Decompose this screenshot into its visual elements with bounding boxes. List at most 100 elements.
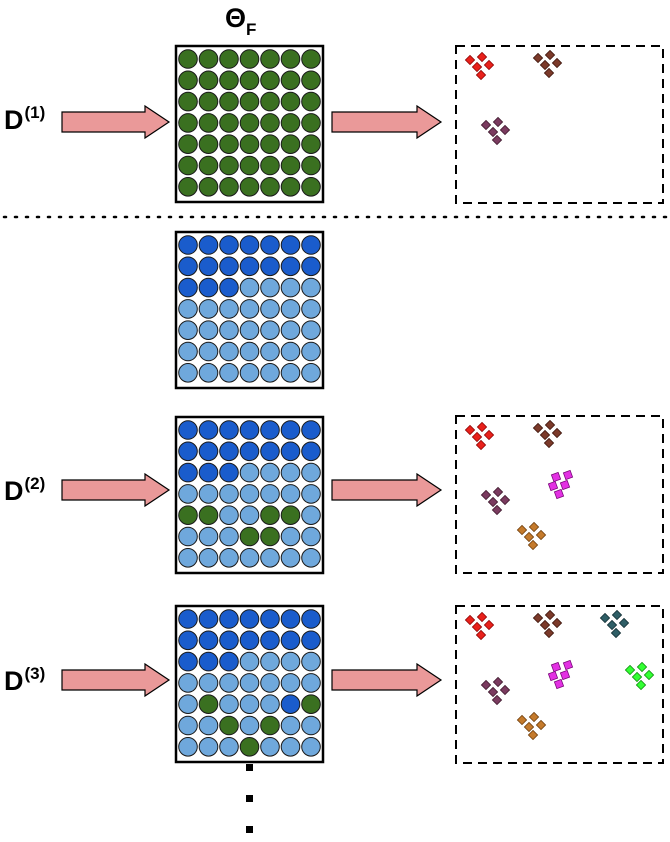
- neuron-cell: [178, 235, 198, 255]
- neuron-cell: [198, 673, 219, 693]
- neuron-cell: [239, 256, 260, 277]
- dataset-label-1-base: D: [4, 105, 24, 135]
- neuron-cell: [198, 462, 219, 483]
- embedding-point: [480, 489, 492, 501]
- cluster-brown: [532, 49, 563, 79]
- neuron-cell: [280, 70, 301, 91]
- neuron-cell: [198, 441, 219, 462]
- neuron-cell: [219, 462, 239, 483]
- neuron-cell: [219, 526, 239, 547]
- embedding-point: [487, 126, 499, 138]
- embedding-point: [643, 669, 655, 681]
- neuron-cell: [301, 737, 321, 757]
- neuron-cell: [301, 320, 321, 341]
- neuron-cell: [280, 505, 301, 526]
- neuron-cell: [198, 256, 219, 277]
- neuron-cell: [260, 484, 280, 504]
- neuron-cell: [280, 462, 301, 483]
- neuron-cell: [219, 505, 239, 526]
- neuron-cell: [260, 651, 280, 672]
- dataset-label-2: D(2): [4, 474, 45, 507]
- neuron-cell: [219, 177, 239, 197]
- cluster-magenta: [547, 659, 574, 690]
- neuron-cell: [280, 134, 301, 154]
- embedding-panel-2: [455, 415, 664, 574]
- neuron-cell: [301, 299, 321, 319]
- embedding-point: [544, 419, 556, 431]
- neuron-cell: [280, 49, 301, 69]
- embedding-point: [499, 124, 511, 136]
- embedding-point: [528, 521, 540, 533]
- neuron-cell: [219, 441, 239, 462]
- neuron-cell: [239, 526, 260, 547]
- neuron-cell: [280, 609, 301, 629]
- neuron-cell: [280, 177, 301, 197]
- neuron-cell: [260, 91, 280, 112]
- embedding-point: [532, 52, 544, 64]
- neuron-cell: [301, 363, 321, 383]
- embedding-point: [606, 619, 618, 631]
- embedding-point: [635, 679, 647, 691]
- neuron-cell: [219, 91, 239, 112]
- arrow-input-2: [61, 472, 171, 508]
- dataset-label-2-base: D: [4, 476, 24, 506]
- embedding-point: [516, 524, 528, 536]
- dataset-label-1: D(1): [4, 103, 45, 136]
- neuron-cell: [198, 320, 219, 341]
- neuron-cell: [178, 630, 198, 651]
- neuron-cell: [198, 235, 219, 255]
- embedding-point: [543, 437, 555, 449]
- embedding-point: [492, 116, 504, 128]
- neuron-cell: [301, 673, 321, 693]
- embedding-point: [544, 609, 556, 621]
- neuron-cell: [260, 609, 280, 629]
- neuron-cell: [260, 420, 280, 440]
- neuron-cell: [239, 363, 260, 383]
- neuron-cell: [260, 299, 280, 319]
- embedding-point: [523, 531, 535, 543]
- neuron-cell: [198, 299, 219, 319]
- embedding-panel-1: [455, 45, 664, 204]
- arrow-output-2: [331, 472, 443, 508]
- embedding-point: [535, 719, 547, 731]
- neuron-cell: [280, 155, 301, 176]
- neuron-cell: [280, 235, 301, 255]
- theta-f-label: ΘF: [225, 3, 256, 40]
- neuron-cell: [219, 134, 239, 154]
- embedding-point: [483, 619, 495, 631]
- neuron-cell: [178, 91, 198, 112]
- embedding-point: [492, 676, 504, 688]
- embedding-point: [464, 614, 476, 626]
- neuron-cell: [280, 694, 301, 715]
- neuron-cell: [178, 715, 198, 736]
- cluster-brown: [532, 419, 563, 449]
- embedding-point: [471, 61, 483, 73]
- neuron-cell: [178, 420, 198, 440]
- neuron-cell: [178, 505, 198, 526]
- embedding-panel-3: [455, 605, 664, 764]
- neuron-cell: [178, 155, 198, 176]
- embedding-point: [551, 57, 563, 69]
- neuron-cell: [239, 91, 260, 112]
- neuron-cell: [239, 277, 260, 298]
- neuron-cell: [260, 70, 280, 91]
- neuron-cell: [260, 737, 280, 757]
- neuron-cell: [301, 177, 321, 197]
- neuron-cell: [239, 548, 260, 568]
- embedding-point: [499, 494, 511, 506]
- neuron-cell: [219, 113, 239, 133]
- neuron-cell: [260, 462, 280, 483]
- neuron-cell: [280, 420, 301, 440]
- neuron-cell: [301, 134, 321, 154]
- neuron-cell: [239, 630, 260, 651]
- neuron-cell: [198, 91, 219, 112]
- arrow-input-3: [61, 662, 171, 698]
- cluster-red: [464, 51, 495, 81]
- neuron-cell: [260, 177, 280, 197]
- neuron-cell: [219, 155, 239, 176]
- neuron-cell: [239, 177, 260, 197]
- embedding-point: [483, 429, 495, 441]
- grid-mask: [174, 230, 325, 390]
- neuron-cell: [178, 320, 198, 341]
